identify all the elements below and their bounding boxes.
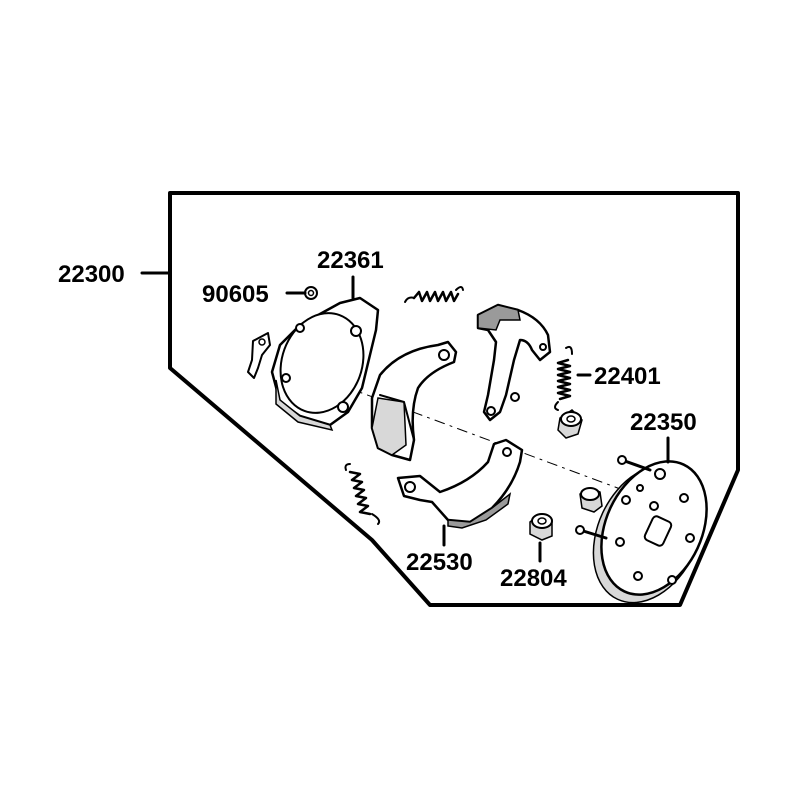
drive-plate-pins bbox=[575, 455, 652, 540]
clutch-spring bbox=[554, 345, 573, 411]
nut-and-washer bbox=[247, 286, 318, 379]
label-90605: 90605 bbox=[202, 281, 269, 308]
damper-lower bbox=[529, 513, 553, 541]
label-22530: 22530 bbox=[406, 549, 473, 576]
label-22804: 22804 bbox=[500, 565, 567, 592]
label-22300: 22300 bbox=[58, 261, 125, 288]
assembly-frame bbox=[168, 191, 740, 607]
clutch-shoe-left bbox=[370, 340, 458, 462]
lower-spring bbox=[344, 463, 381, 525]
label-22361: 22361 bbox=[317, 247, 384, 274]
drive-plate bbox=[592, 460, 708, 604]
upper-spring bbox=[404, 286, 464, 303]
clutch-shoe-bottom bbox=[396, 438, 524, 529]
damper-upper bbox=[557, 409, 583, 439]
clutch-plate bbox=[270, 296, 380, 432]
label-22350: 22350 bbox=[630, 409, 697, 436]
leader-lines bbox=[140, 271, 670, 563]
label-22401: 22401 bbox=[594, 363, 661, 390]
clutch-shoe-right bbox=[476, 303, 552, 422]
